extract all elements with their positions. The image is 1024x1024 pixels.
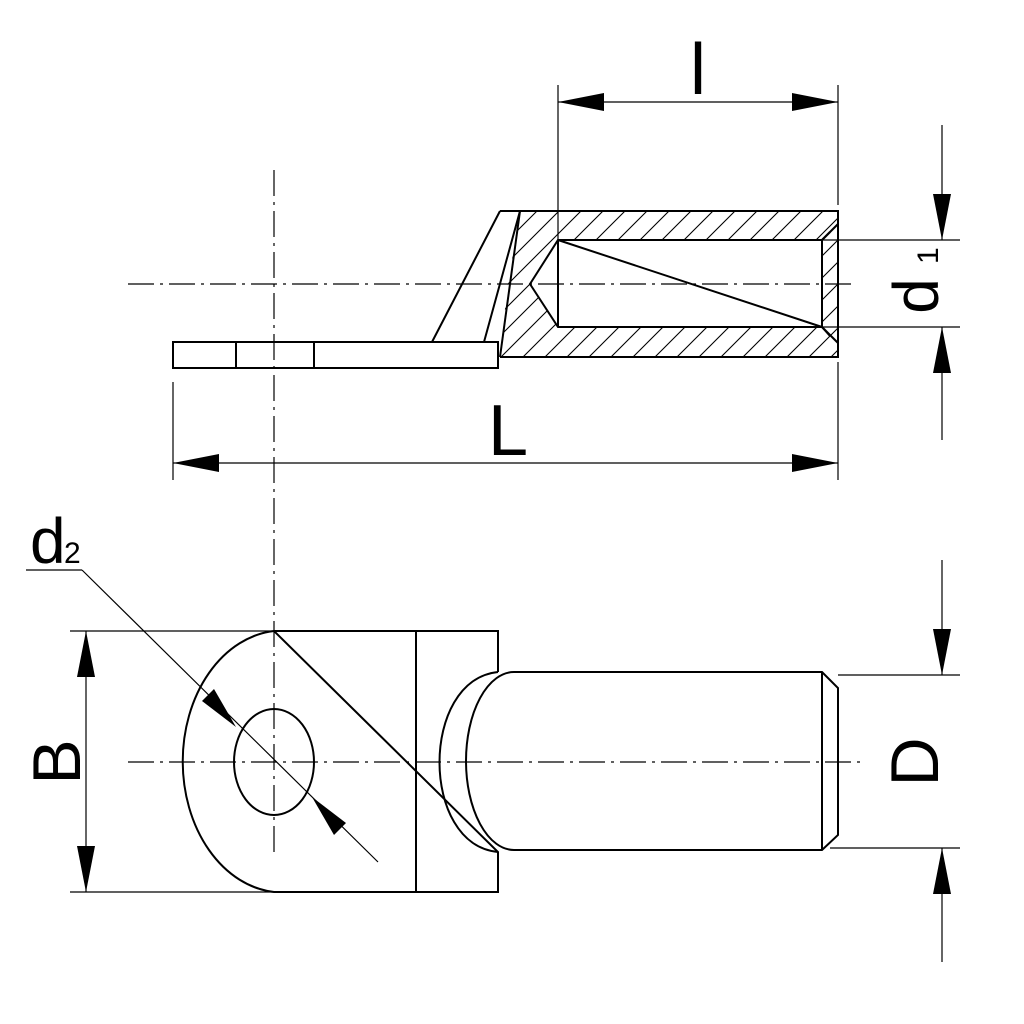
dimension-arrows (77, 93, 951, 894)
barrel-plan-outer-curve (438, 671, 499, 853)
palm-outline (181, 629, 499, 893)
arrow-B-top (77, 631, 95, 677)
barrel-outline (500, 210, 839, 358)
label-d1: d 1 (880, 247, 952, 313)
side-section-view (172, 210, 839, 369)
arrow-D-bottom (933, 848, 951, 894)
barrel-section-edge (499, 210, 521, 358)
bore-chamfer-top (821, 223, 839, 241)
label-d1-sub: 1 (912, 247, 945, 264)
plan-view (181, 629, 839, 893)
barrel-plan-rounded-end (465, 671, 515, 851)
label-D: D (877, 737, 953, 786)
arrow-l-left (558, 93, 604, 111)
arrow-d2-lower (312, 797, 346, 835)
label-d2-main: d (30, 505, 66, 577)
barrel-plan-outline (514, 671, 839, 851)
label-B: B (19, 739, 95, 784)
arrow-d1-top (933, 194, 951, 240)
arrow-D-top (933, 629, 951, 675)
dimension-labels: l L d 1 d 2 B D (19, 30, 953, 787)
center-lines (128, 170, 860, 855)
palm-plate-side (172, 341, 499, 369)
label-d1-main: d (880, 278, 952, 314)
label-l: l (690, 30, 706, 110)
arrow-L-right (792, 454, 838, 472)
neck-transition (431, 210, 521, 343)
palm-bolt-hole (233, 708, 315, 816)
label-d2-sub: 2 (64, 537, 81, 570)
arrow-L-left (173, 454, 219, 472)
arrow-l-right (792, 93, 838, 111)
arrow-d2-upper (202, 689, 236, 727)
arrow-d1-bottom (933, 327, 951, 373)
label-L: L (488, 391, 528, 471)
bore-chamfer-bottom (821, 326, 839, 344)
arrow-B-bottom (77, 846, 95, 892)
